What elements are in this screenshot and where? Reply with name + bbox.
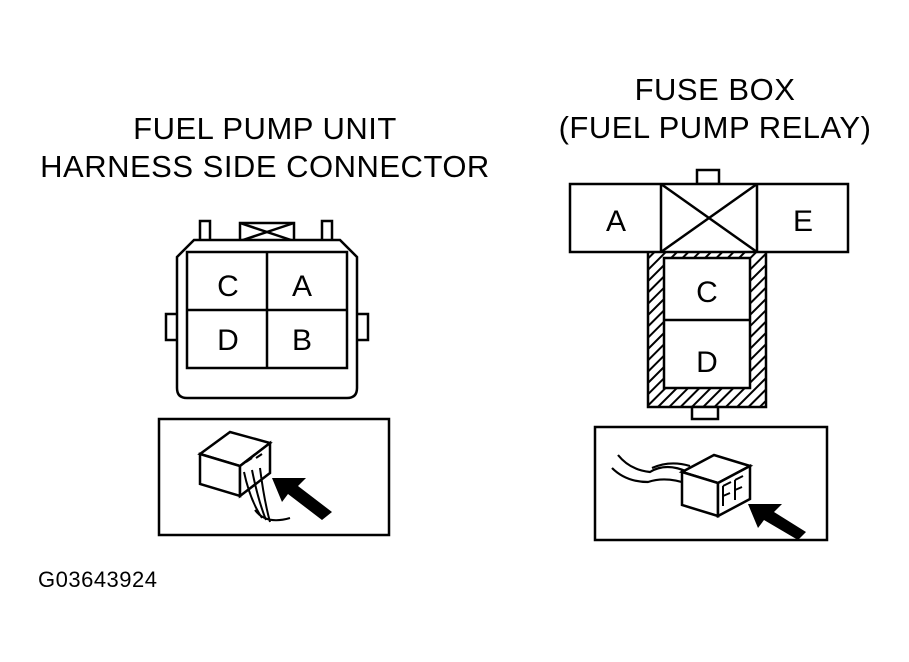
relay-pin-d-label: D xyxy=(696,346,718,379)
arrow-icon xyxy=(272,478,332,520)
connector-tab xyxy=(320,219,334,243)
fuel-pump-connector xyxy=(164,219,370,400)
relay-pin-e-label: E xyxy=(793,205,813,238)
latch-icon xyxy=(238,221,296,243)
diagram-code: G03643924 xyxy=(38,567,158,592)
right-title-line1: FUSE BOX xyxy=(634,72,796,107)
pin-a-label: A xyxy=(292,270,312,303)
pin-d-label: D xyxy=(217,324,239,357)
relay-tab xyxy=(695,168,721,186)
right-probe-inset xyxy=(593,425,829,542)
left-probe-inset xyxy=(157,417,391,537)
pin-c-label: C xyxy=(217,270,239,303)
right-title-line2: (FUEL PUMP RELAY) xyxy=(558,110,872,145)
relay-pin-c-label: C xyxy=(696,276,718,309)
wires-icon xyxy=(243,467,291,523)
relay-tab xyxy=(690,405,720,421)
right-connector-title: FUSE BOX (FUEL PUMP RELAY) xyxy=(540,71,890,147)
fuse-box-relay xyxy=(568,168,850,421)
connector-block-icon xyxy=(678,453,754,519)
cable-icon xyxy=(611,454,691,486)
left-connector-title: FUEL PUMP UNIT HARNESS SIDE CONNECTOR xyxy=(20,110,510,186)
left-title-line1: FUEL PUMP UNIT xyxy=(133,111,397,146)
connector-block-icon xyxy=(197,430,273,499)
left-title-line2: HARNESS SIDE CONNECTOR xyxy=(40,149,490,184)
arrow-icon xyxy=(748,504,806,540)
connector-tab xyxy=(198,219,212,243)
relay-pin-a-label: A xyxy=(606,205,626,238)
blank-terminal-icon xyxy=(660,182,758,254)
pin-b-label: B xyxy=(292,324,312,357)
